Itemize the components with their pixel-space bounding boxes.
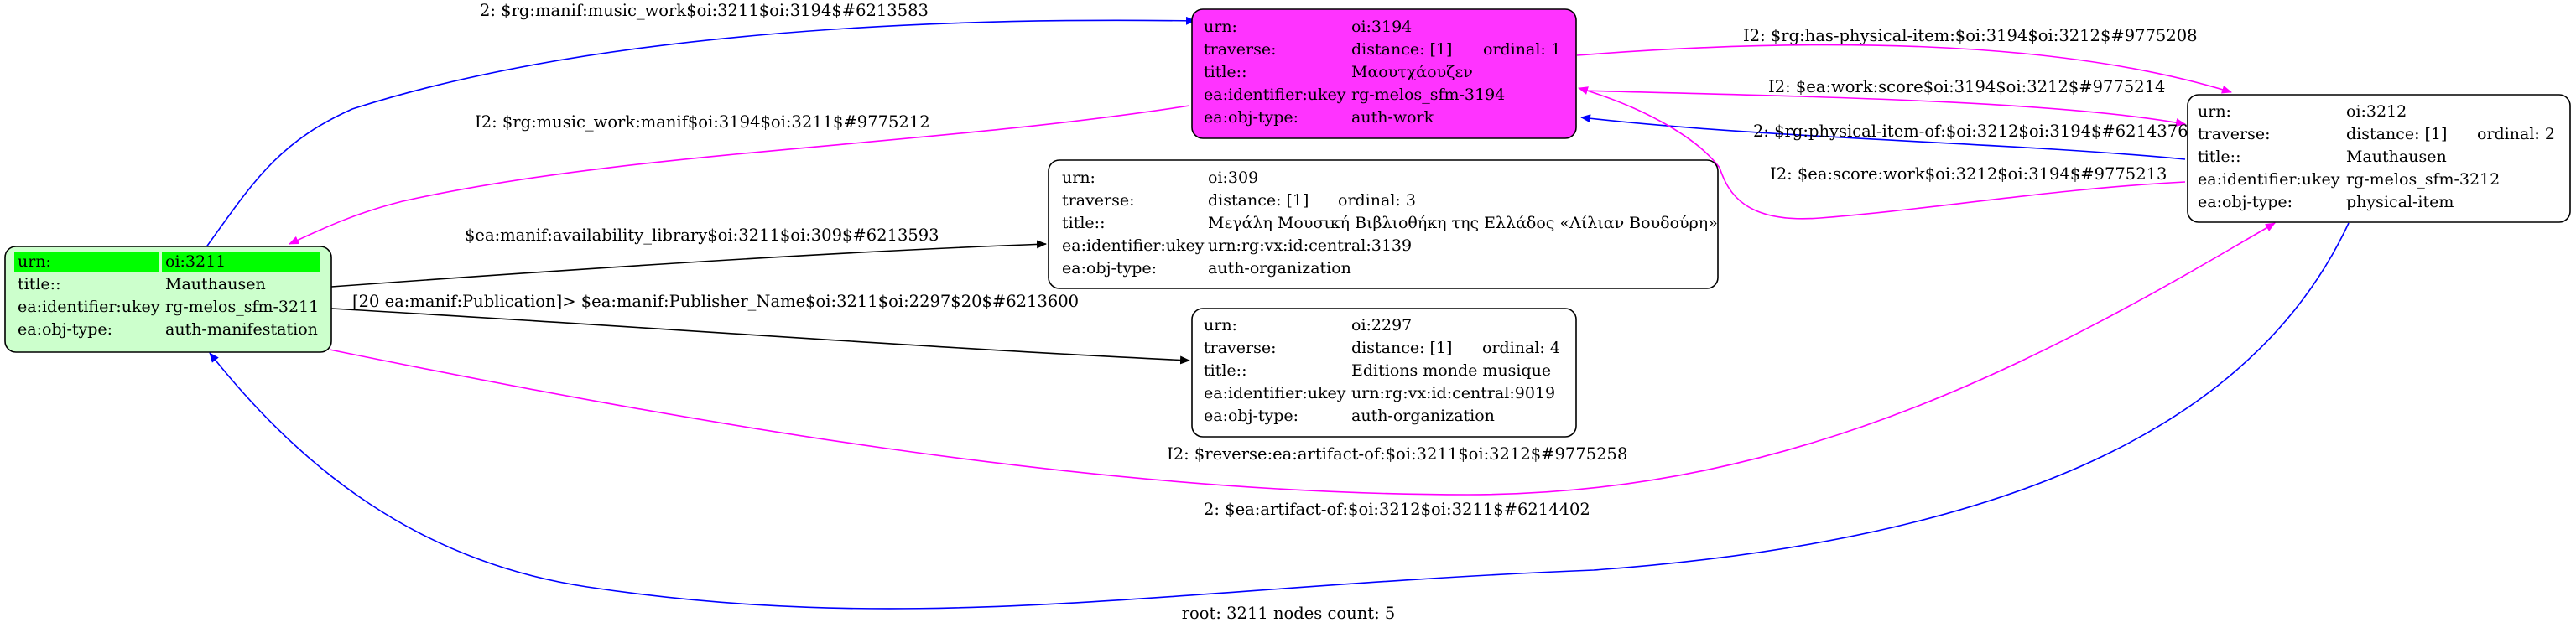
node-value: oi:3194 <box>1351 18 1412 36</box>
edge-root-to-library[interactable] <box>330 240 1047 288</box>
node-library[interactable]: urn: oi:309 traverse: distance: [1] ordi… <box>1048 159 1719 289</box>
node-key: ea:obj-type: <box>1062 259 1157 278</box>
node-key: ea:identifier:ukey <box>18 298 160 316</box>
edge-work-to-item-score[interactable] <box>1580 90 2186 127</box>
node-key: urn: <box>1204 18 1237 36</box>
node-key: urn: <box>1062 169 1095 187</box>
node-key: title:: <box>2198 148 2240 166</box>
edges: 2: $rg:manif:music_work$oi:3211$oi:3194$… <box>205 1 2350 610</box>
node-key: ea:obj-type: <box>18 320 112 339</box>
node-key: ea:obj-type: <box>1204 108 1298 127</box>
node-key: title:: <box>18 275 60 293</box>
edge-work-to-root[interactable] <box>289 105 1190 245</box>
node-key: ea:identifier:ukey <box>1204 384 1346 402</box>
node-key: urn: <box>18 252 51 271</box>
node-value: physical-item <box>2346 193 2454 211</box>
node-value: rg-melos_sfm-3211 <box>165 298 319 316</box>
node-key: title:: <box>1062 214 1105 232</box>
node-extra: ordinal: 3 <box>1338 191 1416 210</box>
edge-label-item-to-root: 2: $ea:artifact-of:$oi:3212$oi:3211$#621… <box>1204 500 1590 519</box>
node-key: ea:identifier:ukey <box>2198 170 2340 189</box>
edge-label-item-to-work-physical: 2: $rg:physical-item-of:$oi:3212$oi:3194… <box>1753 122 2188 141</box>
node-value: urn:rg:vx:id:central:9019 <box>1351 384 1555 402</box>
node-value: auth-organization <box>1208 259 1351 278</box>
edge-label-root-to-publisher: [20 ea:manif:Publication]> $ea:manif:Pub… <box>352 292 1079 311</box>
node-value: distance: [1] <box>1351 339 1452 357</box>
node-value: oi:2297 <box>1351 316 1412 335</box>
node-publisher[interactable]: urn: oi:2297 traverse: distance: [1] ord… <box>1191 308 1577 438</box>
edge-work-to-item-physical[interactable] <box>1576 44 2232 94</box>
edge-label-root-to-work: 2: $rg:manif:music_work$oi:3211$oi:3194$… <box>480 1 929 20</box>
node-extra: ordinal: 2 <box>2477 125 2555 143</box>
edge-root-to-work[interactable] <box>205 16 1196 249</box>
root-urn-value-highlight <box>162 252 320 272</box>
node-key: ea:identifier:ukey <box>1204 86 1346 104</box>
edge-root-to-publisher[interactable] <box>330 308 1190 365</box>
node-value: auth-work <box>1351 108 1434 127</box>
node-value: Mauthausen <box>2346 148 2447 166</box>
node-extra: ordinal: 1 <box>1483 40 1561 59</box>
node-item[interactable]: urn: oi:3212 traverse: distance: [1] ord… <box>2187 94 2571 223</box>
node-key: traverse: <box>1204 40 1277 59</box>
root-urn-key-highlight <box>14 252 159 272</box>
node-value: distance: [1] <box>1208 191 1309 210</box>
node-value: Editions monde musique <box>1351 361 1551 380</box>
edge-label-item-to-work-score: I2: $ea:score:work$oi:3212$oi:3194$#9775… <box>1770 164 2167 184</box>
edge-item-to-root[interactable] <box>209 222 2350 610</box>
node-extra: ordinal: 4 <box>1482 339 1560 357</box>
edge-label-work-to-root: I2: $rg:music_work:manif$oi:3194$oi:3211… <box>475 112 930 132</box>
node-value: oi:3212 <box>2346 102 2407 121</box>
node-key: title:: <box>1204 63 1246 81</box>
node-key: urn: <box>1204 316 1237 335</box>
node-value: rg-melos_sfm-3212 <box>2346 170 2500 189</box>
edge-item-to-work-score[interactable] <box>1578 86 2186 220</box>
node-value: rg-melos_sfm-3194 <box>1351 86 1505 104</box>
edge-label-root-to-item: I2: $reverse:ea:artifact-of:$oi:3211$oi:… <box>1167 444 1627 464</box>
node-key: traverse: <box>2198 125 2271 143</box>
node-key: urn: <box>2198 102 2231 121</box>
node-value: oi:3211 <box>165 252 226 271</box>
edge-label-work-to-item-physical: I2: $rg:has-physical-item:$oi:3194$oi:32… <box>1743 26 2198 45</box>
node-value: Μεγάλη Μουσική Βιβλιοθήκη της Ελλάδος «Λ… <box>1208 214 1718 232</box>
node-key: ea:obj-type: <box>1204 407 1298 425</box>
nodes: urn: oi:3211 title:: Mauthausen ea:ident… <box>4 8 2571 438</box>
node-value: auth-organization <box>1351 407 1495 425</box>
node-value: auth-manifestation <box>165 320 318 339</box>
node-value: distance: [1] <box>1351 40 1452 59</box>
node-key: traverse: <box>1204 339 1277 357</box>
node-value: Mauthausen <box>165 275 266 293</box>
edge-root-to-item[interactable] <box>329 222 2276 496</box>
graph-footer: root: 3211 nodes count: 5 <box>1182 604 1396 623</box>
node-value: distance: [1] <box>2346 125 2447 143</box>
node-key: ea:obj-type: <box>2198 193 2292 211</box>
node-value: Μαουτχάουζεν <box>1351 63 1473 81</box>
edge-label-root-to-library: $ea:manif:availability_library$oi:3211$o… <box>465 226 939 245</box>
node-key: title:: <box>1204 361 1246 380</box>
node-work[interactable]: urn: oi:3194 traverse: distance: [1] ord… <box>1191 8 1577 139</box>
edge-label-work-to-item-score: I2: $ea:work:score$oi:3194$oi:3212$#9775… <box>1768 77 2165 96</box>
node-root[interactable]: urn: oi:3211 title:: Mauthausen ea:ident… <box>4 246 332 353</box>
node-key: traverse: <box>1062 191 1135 210</box>
node-key: ea:identifier:ukey <box>1062 236 1205 255</box>
edge-item-to-work-physical[interactable] <box>1580 114 2186 160</box>
node-value: oi:309 <box>1208 169 1258 187</box>
node-value: urn:rg:vx:id:central:3139 <box>1208 236 1412 255</box>
